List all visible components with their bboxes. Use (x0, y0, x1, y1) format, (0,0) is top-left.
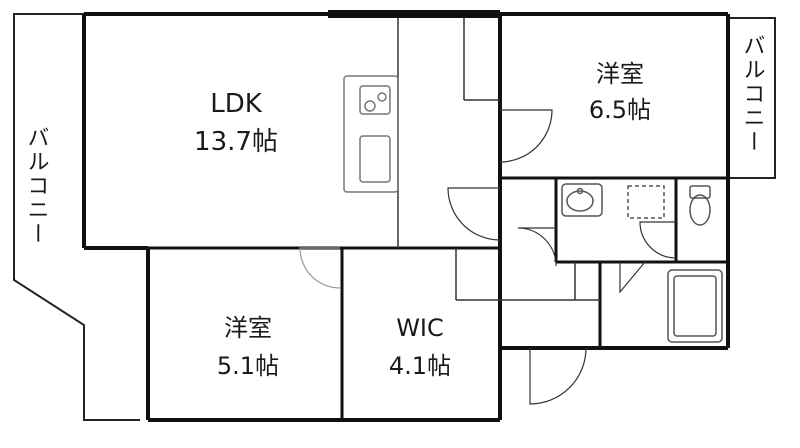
kitchen-sink (359, 135, 391, 183)
toilet-tank (689, 185, 711, 199)
right-balcony (728, 17, 776, 179)
bedroom-small-size: 5.1帖 (217, 352, 279, 380)
washer-space (627, 185, 665, 219)
door-bath (619, 261, 646, 294)
door-ldk (447, 187, 501, 241)
washbasin (561, 183, 603, 217)
ldk-name: LDK (210, 89, 263, 119)
washroom-fixtures (561, 183, 723, 343)
beam (328, 10, 500, 18)
room-labels: LDK 13.7帖 洋室 6.5帖 洋室 5.1帖 WIC 4.1帖 (194, 60, 651, 380)
basin-bowl (566, 190, 594, 212)
bedroom-large-size: 6.5帖 (589, 96, 651, 124)
entrance-door (529, 347, 587, 405)
ldk-size: 13.7帖 (194, 127, 278, 157)
interior-walls (148, 176, 728, 420)
outer-walls (82, 12, 730, 422)
bedroom-large-name: 洋室 (596, 60, 644, 88)
doors (299, 109, 677, 405)
door-wc (639, 221, 677, 259)
kitchen-counter (343, 75, 399, 193)
wic-name: WIC (396, 314, 444, 342)
toilet-icon (689, 194, 711, 226)
stove (359, 85, 391, 115)
right-balcony-label: バルコニー (740, 34, 765, 154)
bathtub (667, 269, 723, 343)
door-bedroom-5-1 (299, 247, 341, 289)
burner-icon (377, 92, 387, 102)
burner-icon (364, 100, 376, 112)
left-balcony-label: バルコニー (24, 126, 49, 246)
door-washroom (517, 227, 557, 267)
wic-size: 4.1帖 (389, 352, 451, 380)
door-bedroom-6-5 (499, 109, 553, 163)
bedroom-small-name: 洋室 (224, 314, 272, 342)
